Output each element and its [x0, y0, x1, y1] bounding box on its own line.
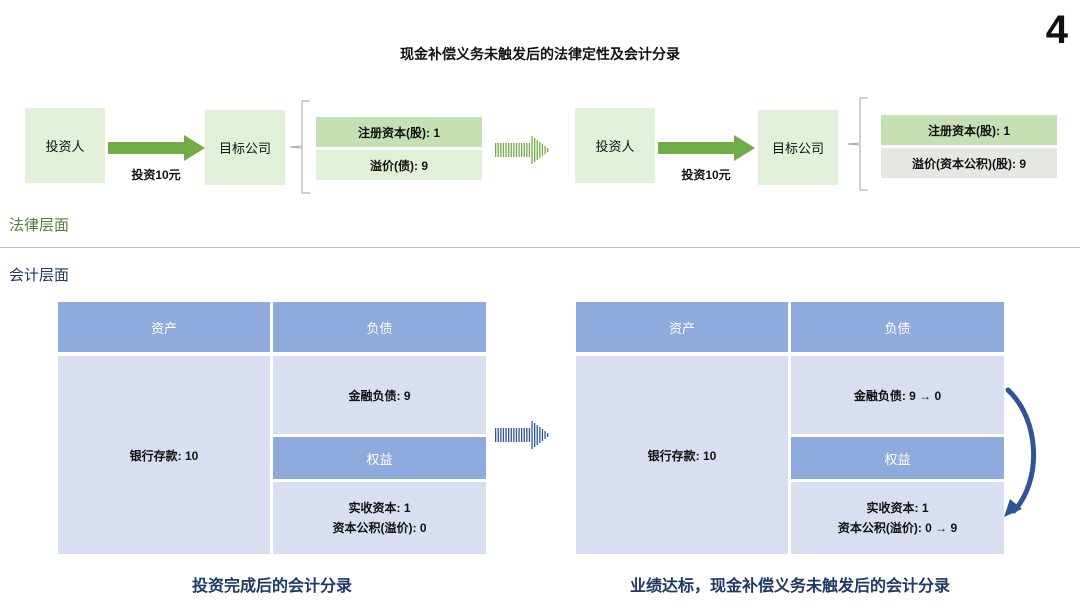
caption-right: 业绩达标，现金补偿义务未触发后的会计分录	[629, 578, 950, 595]
green-arrow-left	[108, 135, 205, 161]
capital-reserve-left: 资本公积(溢价): 0	[332, 521, 427, 535]
arrow-stripe	[515, 428, 518, 442]
accounting-section-label: 会计层面	[9, 267, 70, 284]
transition-arrow-legal	[495, 136, 549, 164]
arrow-stripe	[531, 421, 533, 449]
arrow-stripe	[539, 142, 541, 158]
arrow-stripe	[544, 431, 546, 439]
green-arrow-right	[658, 135, 755, 161]
caption-left: 投资完成后的会计分录	[191, 578, 352, 595]
capital-reserve-bar-right: 溢价(资本公积)(股): 9	[881, 148, 1057, 178]
arrow-stripe	[497, 143, 499, 157]
arrow-stripe	[526, 143, 528, 157]
invest-label-left: 投资10元	[131, 168, 181, 182]
arrow-stripe	[495, 428, 497, 442]
registered-capital-bar-right: 注册资本(股): 1	[881, 115, 1057, 145]
arrow-stripe	[521, 143, 523, 157]
equity-header-left: 权益	[273, 437, 486, 479]
arrow-stripe	[510, 143, 512, 157]
arrow-stripe	[536, 425, 538, 445]
bank-deposit-cell-left: 银行存款: 10	[58, 356, 270, 554]
arrow-stripe	[513, 143, 515, 157]
assets-header-left: 资产	[58, 302, 270, 352]
arrow-stripe	[541, 429, 544, 441]
arrow-stripe	[539, 427, 541, 443]
bracket-left	[289, 100, 310, 194]
liabilities-header-right: 负债	[791, 302, 1004, 352]
arrow-stripe	[513, 428, 515, 442]
arrow-stripe	[547, 433, 549, 437]
capital-reserve-right: 资本公积(溢价): 0 → 9	[837, 521, 958, 535]
arrow-stripe	[505, 428, 507, 442]
equity-cell-right: 实收资本: 1 资本公积(溢价): 0 → 9	[791, 482, 1004, 554]
arrow-stripe	[495, 143, 497, 157]
arrow-stripe	[541, 144, 544, 156]
transition-arrow-accounting	[495, 421, 549, 449]
invest-label-right: 投资10元	[681, 168, 731, 182]
equity-header-right: 权益	[791, 437, 1004, 479]
investor-box-left: 投资人	[25, 108, 105, 183]
financial-liability-cell-right: 金融负债: 9 → 0	[791, 356, 1004, 434]
liabilities-header-left: 负债	[273, 302, 486, 352]
arrow-stripe	[534, 138, 536, 162]
arrow-stripe	[500, 143, 502, 157]
arrow-stripe	[497, 428, 499, 442]
page-number: 4	[1045, 8, 1068, 52]
page-title: 现金补偿义务未触发后的法律定性及会计分录	[400, 46, 680, 62]
arrow-stripe	[508, 428, 510, 442]
investor-box-right: 投资人	[575, 108, 655, 183]
arrow-stripe	[515, 143, 518, 157]
assets-header-right: 资产	[576, 302, 788, 352]
arrow-stripe	[528, 428, 531, 442]
arrow-stripe	[510, 428, 512, 442]
arrow-stripe	[534, 423, 536, 447]
legal-section-label: 法律层面	[9, 217, 70, 234]
financial-liability-cell-left: 金融负债: 9	[273, 356, 486, 434]
arrow-stripe	[508, 143, 510, 157]
arrow-stripe	[523, 428, 525, 442]
arrow-stripe	[505, 143, 507, 157]
company-box-left: 目标公司	[205, 110, 285, 185]
equity-cell-left: 实收资本: 1 资本公积(溢价): 0	[273, 482, 486, 554]
arrow-stripe	[502, 143, 505, 157]
arrow-stripe	[547, 148, 549, 152]
company-box-right: 目标公司	[758, 110, 838, 185]
arrow-stripe	[523, 143, 525, 157]
arrow-stripe	[526, 428, 528, 442]
premium-bar-left: 溢价(债): 9	[316, 150, 482, 180]
arrow-stripe	[521, 428, 523, 442]
arrow-stripe	[531, 136, 533, 164]
paid-in-capital-left: 实收资本: 1	[348, 501, 411, 515]
arrow-stripe	[518, 143, 520, 157]
arrow-stripe	[518, 428, 520, 442]
curved-transfer-arrow	[1004, 387, 1037, 517]
arrow-stripe	[500, 428, 502, 442]
bank-deposit-cell-right: 银行存款: 10	[576, 356, 788, 554]
arrow-stripe	[544, 146, 546, 154]
arrow-stripe	[536, 140, 538, 160]
section-divider	[0, 247, 1080, 248]
paid-in-capital-right: 实收资本: 1	[866, 501, 929, 515]
registered-capital-bar-left: 注册资本(股): 1	[316, 117, 482, 147]
bracket-right	[847, 97, 868, 191]
arrow-stripe	[502, 428, 505, 442]
arrow-stripe	[528, 143, 531, 157]
